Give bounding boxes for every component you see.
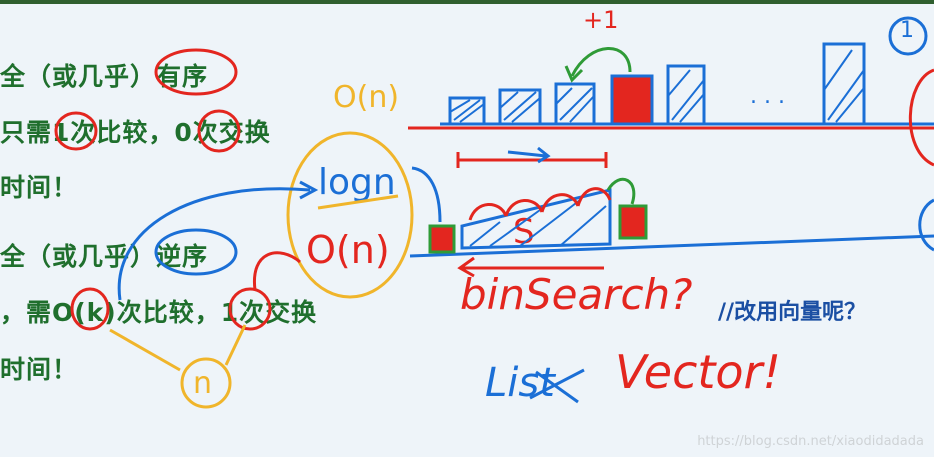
handwritten-one-circle: 1 (900, 18, 914, 43)
handwritten-o-n-top: O(n) (333, 80, 400, 115)
text-line-time-1: 时间！ (0, 173, 79, 202)
underline-logn (317, 194, 399, 210)
text-line-ordered: 全（或几乎）有序 (0, 62, 209, 91)
top-border (0, 0, 934, 4)
handwritten-dots: . . . (750, 84, 785, 109)
circle-one (54, 111, 98, 151)
text-line-time-2: 时间！ (0, 355, 79, 384)
handwritten-vector: Vector! (615, 345, 781, 399)
text-line-compare-once: 只需1次比较，0次交换 (0, 118, 271, 147)
yellow-oval (286, 131, 414, 299)
handwritten-list: List (485, 360, 555, 406)
handwritten-log-n: logn (318, 162, 396, 203)
handwritten-binsearch: binSearch? (460, 270, 693, 319)
text-line-reversed: 全（或几乎）逆序 (0, 242, 209, 271)
circle-one-swap (228, 287, 272, 331)
circle-n (180, 357, 232, 409)
circle-zero (197, 109, 241, 153)
handwritten-n: n (193, 366, 213, 401)
circle-k (70, 287, 110, 331)
handwritten-plus-one: +1 (583, 6, 619, 34)
vector-comment: //改用向量呢？ (718, 300, 867, 325)
sorted-block (460, 188, 612, 250)
circle-ordered (154, 48, 238, 96)
handwritten-o-n-mid: O(n) (306, 228, 390, 272)
red-box-top (610, 74, 654, 126)
watermark: https://blog.csdn.net/xiaodidadada (697, 434, 924, 449)
circle-reversed (154, 228, 238, 276)
handwritten-s: S (513, 212, 535, 252)
